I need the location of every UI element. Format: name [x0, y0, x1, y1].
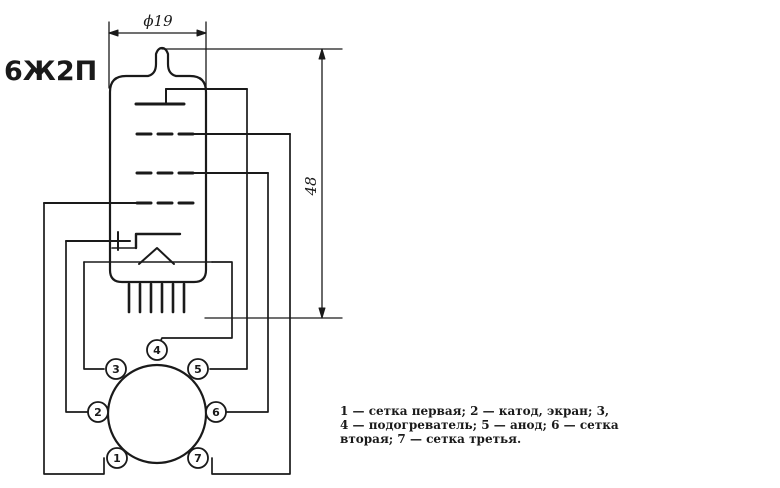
pin-wiring[interactable] — [43, 88, 291, 475]
pin-legend: 1 — сетка первая; 2 — катод, экран; 3, 4… — [340, 404, 765, 446]
height-dimension — [161, 48, 343, 319]
tube-type-title: 6Ж2П — [4, 56, 97, 87]
diameter-dimension — [108, 21, 207, 89]
pin-label-4: 4 — [153, 344, 161, 357]
pin-label-5: 5 — [194, 363, 202, 376]
diameter-label: ϕ19 — [143, 12, 173, 30]
pin-label-3: 3 — [112, 363, 120, 376]
tube-pins — [127, 282, 186, 314]
pin-label-1: 1 — [113, 452, 121, 465]
pin-circles — [87, 339, 227, 469]
legend-line-3: вторая; 7 — сетка третья. — [340, 432, 522, 446]
height-label: 48 — [302, 176, 320, 196]
glass-envelope — [108, 46, 208, 284]
anode-electrode — [134, 88, 248, 106]
pin-label-2: 2 — [94, 406, 102, 419]
legend-line-2: 4 — подогреватель; 5 — анод; 6 — сетка — [340, 418, 619, 432]
legend-line-1: 1 — сетка первая; 2 — катод, экран; 3, — [340, 404, 610, 418]
pin-label-7: 7 — [194, 452, 202, 465]
socket-base — [106, 363, 208, 465]
cathode-heater — [65, 231, 182, 265]
pin-label-6: 6 — [212, 406, 220, 419]
